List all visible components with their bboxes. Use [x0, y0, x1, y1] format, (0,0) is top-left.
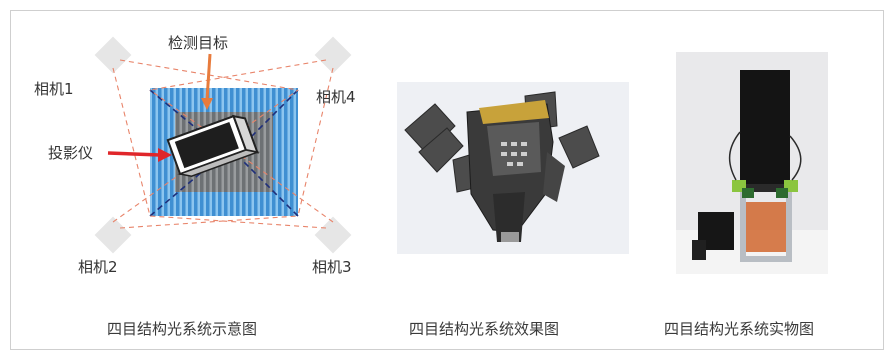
schematic-diagram: 检测目标 投影仪 相机1 相机4 相机2 相机3: [34, 34, 356, 276]
camera-2-label: 相机2: [78, 258, 118, 276]
camera-3-icon: [314, 216, 352, 254]
camera-1-icon: [94, 36, 132, 74]
camera-1-label: 相机1: [34, 80, 74, 98]
camera-4-icon: [314, 36, 352, 74]
camera-3-label: 相机3: [312, 258, 352, 276]
camera-2-icon: [94, 216, 132, 254]
render-image: [397, 82, 629, 254]
photo-caption: 四目结构光系统实物图: [664, 320, 815, 338]
camera-4-label: 相机4: [316, 88, 356, 106]
photo-image: [676, 52, 828, 274]
projector-arrow: [107, 148, 172, 162]
projector-icon: [166, 114, 261, 177]
render-caption: 四目结构光系统效果图: [409, 320, 560, 338]
target-label: 检测目标: [168, 34, 228, 52]
projector-label: 投影仪: [48, 144, 93, 162]
schematic-caption: 四目结构光系统示意图: [107, 320, 258, 338]
target-arrow: [201, 53, 213, 110]
